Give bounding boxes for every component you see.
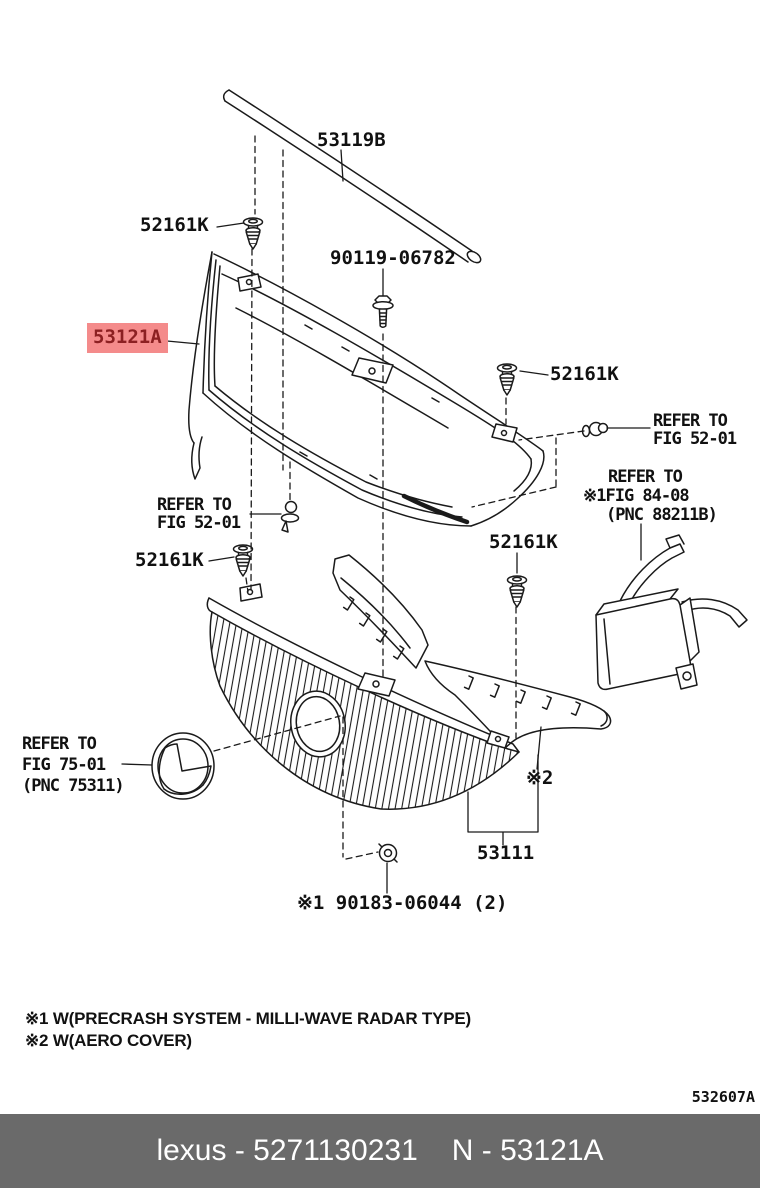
footnote-precrash: ※1 W(PRECRASH SYSTEM - MILLI-WAVE RADAR … — [25, 1009, 471, 1028]
part-label-53121a-highlighted[interactable]: 53121A — [87, 323, 168, 353]
aero-cover — [424, 660, 612, 749]
ref-fig-84-08-line2: ※1FIG 84-08 — [583, 486, 690, 506]
ref-fig-75-01-line1: REFER TO — [22, 734, 97, 754]
push-clip-icon — [242, 217, 264, 250]
footer-part-ref: N - 53121A — [451, 1134, 604, 1167]
grille-surround — [188, 251, 545, 527]
part-label-53119b[interactable]: 53119B — [317, 129, 386, 151]
marker-aero-cover: ※2 — [526, 767, 554, 789]
footnote-aero-cover: ※2 W(AERO COVER) — [25, 1031, 192, 1050]
ref-fig-75-01-line3: (PNC 75311) — [22, 776, 125, 796]
bolt-icon — [280, 500, 300, 533]
footer-bar: lexus - 5271130231 N - 53121A — [0, 1114, 760, 1188]
hood-molding — [222, 89, 482, 264]
bolt-icon — [581, 421, 609, 438]
push-clip-icon — [496, 363, 518, 396]
lexus-emblem-icon — [151, 732, 215, 800]
part-label-90119-06782[interactable]: 90119-06782 — [330, 247, 456, 269]
ref-fig-52-01-line1: REFER TO — [653, 411, 728, 431]
assembly-dashed-lines — [213, 135, 585, 860]
grille-backing-strip — [332, 554, 429, 669]
ref-fig-52-01-left-line1: REFER TO — [157, 495, 232, 515]
bolt-icon — [372, 295, 394, 328]
ref-fig-75-01-line2: FIG 75-01 — [22, 755, 106, 775]
radar-sensor-unit — [595, 534, 748, 691]
ref-fig-84-08-line3: (PNC 88211B) — [606, 505, 718, 525]
ref-fig-52-01-line2: FIG 52-01 — [653, 429, 737, 449]
leader-lines — [121, 149, 651, 894]
push-clip-icon — [506, 575, 528, 608]
grommet-icon — [378, 843, 398, 863]
figure-code: 532607A — [691, 1088, 755, 1106]
ref-fig-52-01-left-line2: FIG 52-01 — [157, 513, 241, 533]
footer-catalog-id: lexus - 5271130231 — [156, 1134, 418, 1167]
radiator-grille — [206, 583, 520, 810]
push-clip-icon — [232, 544, 254, 577]
part-label-52161k[interactable]: 52161K — [140, 214, 209, 236]
ref-fig-84-08-line1: REFER TO — [608, 467, 683, 487]
part-label-53111[interactable]: 53111 — [477, 842, 535, 864]
part-label-52161k[interactable]: 52161K — [550, 363, 619, 385]
part-label-52161k[interactable]: 52161K — [135, 549, 204, 571]
part-label-90183-06044[interactable]: ※1 90183-06044 (2) — [297, 892, 508, 914]
part-label-52161k[interactable]: 52161K — [489, 531, 558, 553]
